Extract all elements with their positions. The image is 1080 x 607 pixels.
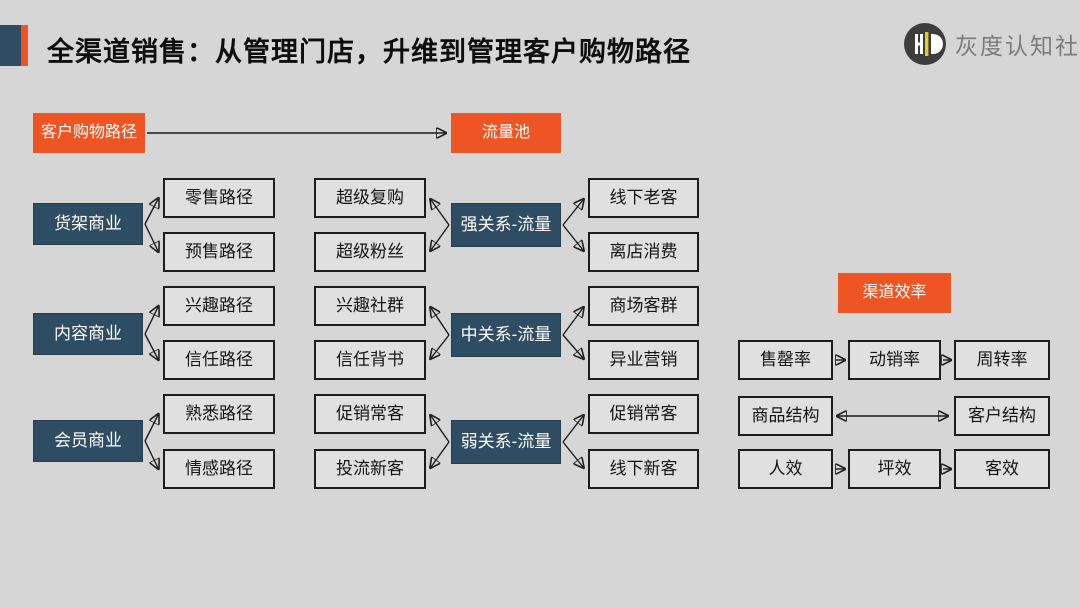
channel-node: 线下新客 <box>588 449 699 489</box>
efficiency-node: 售罄率 <box>738 340 833 380</box>
relation-node: 弱关系-流量 <box>451 420 561 464</box>
title-accent-bar-blue <box>0 25 21 66</box>
path-node: 信任路径 <box>163 340 275 380</box>
flow-target-box: 流量池 <box>451 113 561 153</box>
relation-node: 强关系-流量 <box>451 203 561 247</box>
path-node: 兴趣路径 <box>163 286 275 326</box>
relation-node: 中关系-流量 <box>451 313 561 357</box>
business-node: 内容商业 <box>33 313 143 355</box>
asset-node: 超级复购 <box>314 178 426 218</box>
page-title: 全渠道销售：从管理门店，升维到管理客户购物路径 <box>47 37 691 67</box>
asset-node: 投流新客 <box>314 449 426 489</box>
channel-node: 线下老客 <box>588 178 699 218</box>
efficiency-node: 商品结构 <box>738 396 833 436</box>
efficiency-node: 客效 <box>954 449 1050 489</box>
channel-node: 异业营销 <box>588 340 699 380</box>
channel-node: 离店消费 <box>588 232 699 272</box>
asset-node: 兴趣社群 <box>314 286 426 326</box>
path-node: 零售路径 <box>163 178 275 218</box>
path-node: 预售路径 <box>163 232 275 272</box>
logo-text: 灰度认知社 <box>955 33 1080 59</box>
efficiency-title-box: 渠道效率 <box>838 273 951 313</box>
channel-node: 促销常客 <box>588 394 699 434</box>
efficiency-node: 坪效 <box>848 449 941 489</box>
business-node: 会员商业 <box>33 420 143 462</box>
path-node: 熟悉路径 <box>163 394 275 434</box>
business-node: 货架商业 <box>33 203 143 245</box>
efficiency-node: 人效 <box>738 449 833 489</box>
channel-node: 商场客群 <box>588 286 699 326</box>
path-node: 情感路径 <box>163 449 275 489</box>
flow-source-box: 客户购物路径 <box>33 113 145 153</box>
hd-logo-icon <box>904 23 946 65</box>
brand-logo: 灰度认知社 <box>903 22 1080 66</box>
asset-node: 超级粉丝 <box>314 232 426 272</box>
efficiency-node: 动销率 <box>848 340 941 380</box>
efficiency-node: 周转率 <box>954 340 1050 380</box>
title-accent-bar-orange <box>21 25 28 66</box>
asset-node: 信任背书 <box>314 340 426 380</box>
efficiency-node: 客户结构 <box>954 396 1050 436</box>
asset-node: 促销常客 <box>314 394 426 434</box>
